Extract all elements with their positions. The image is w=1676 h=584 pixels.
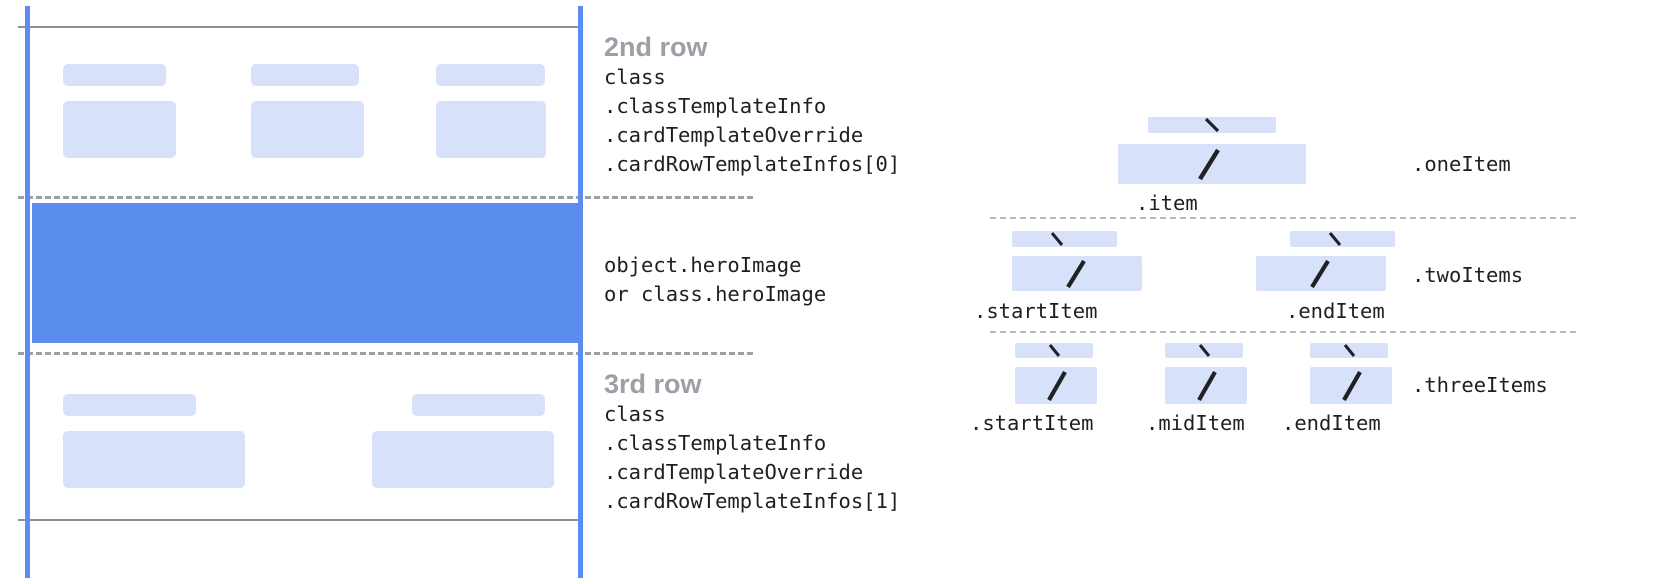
three-items-start-label-slot: [1015, 343, 1093, 358]
three-items-caption-1: .midItem: [1146, 411, 1245, 435]
placeholder-label-r2c2: [251, 64, 359, 86]
placeholder-label-r3c1: [63, 394, 196, 416]
placeholder-value-r3c1: [63, 431, 245, 488]
third-row-code-line-3: .cardRowTemplateInfos[1]: [604, 489, 901, 514]
two-items-end-label-slot: [1290, 231, 1395, 247]
row-separator-bottom: [18, 352, 753, 355]
second-row-annotation: 2nd row class .classTemplateInfo .cardTe…: [604, 32, 900, 179]
two-items-start-label-slot: [1012, 231, 1117, 247]
third-row-code-line-1: .classTemplateInfo: [604, 431, 827, 456]
card-left-guide: [25, 6, 30, 578]
card-bottom-rule: [18, 519, 581, 521]
placeholder-value-r3c2: [372, 431, 554, 488]
three-items-end-label-slot: [1310, 343, 1388, 358]
item-separator-1: [990, 217, 1576, 219]
hero-image-annotation: object.heroImage or class.heroImage: [604, 251, 826, 309]
third-row-annotation: 3rd row class .classTemplateInfo .cardTe…: [604, 369, 900, 516]
item-layout-diagram: .item .oneItem .startItem .endItem .twoI…: [960, 0, 1676, 584]
two-items-end-value-slot: [1256, 256, 1386, 291]
one-item-group-label: .oneItem: [1412, 152, 1511, 176]
hero-code-line-0: object.heroImage: [604, 253, 802, 277]
placeholder-value-r2c3: [436, 101, 546, 158]
three-items-mid-label-slot: [1165, 343, 1243, 358]
second-row-code-line-3: .cardRowTemplateInfos[0]: [604, 152, 901, 177]
card-row-diagram: [0, 0, 753, 584]
card-top-rule: [18, 26, 581, 28]
hero-code-line-1: or class.heroImage: [604, 282, 827, 306]
second-row-code-line-2: .cardTemplateOverride: [604, 123, 864, 148]
second-row-code-line-1: .classTemplateInfo: [604, 94, 827, 119]
placeholder-label-r2c3: [436, 64, 545, 86]
one-item-label-slot: [1148, 117, 1276, 133]
three-items-caption-0: .startItem: [970, 411, 1094, 435]
two-items-caption-0: .startItem: [974, 299, 1098, 323]
three-items-caption-2: .endItem: [1282, 411, 1381, 435]
card-right-guide: [578, 6, 583, 578]
one-item-caption-0: .item: [1136, 191, 1198, 215]
placeholder-value-r2c2: [251, 101, 364, 158]
placeholder-value-r2c1: [63, 101, 176, 158]
two-items-caption-1: .endItem: [1286, 299, 1385, 323]
placeholder-label-r2c1: [63, 64, 166, 86]
three-items-mid-value-slot: [1165, 367, 1247, 404]
item-separator-2: [990, 331, 1576, 333]
third-row-code-line-0: class: [604, 402, 666, 427]
two-items-start-value-slot: [1012, 256, 1142, 291]
second-row-title: 2nd row: [604, 32, 708, 62]
third-row-code-line-2: .cardTemplateOverride: [604, 460, 864, 485]
hero-image-band: [32, 203, 581, 343]
two-items-group-label: .twoItems: [1412, 263, 1524, 287]
third-row-title: 3rd row: [604, 369, 702, 399]
one-item-value-slot: [1118, 144, 1306, 184]
second-row-code-line-0: class: [604, 65, 666, 90]
three-items-end-value-slot: [1310, 367, 1392, 404]
three-items-start-value-slot: [1015, 367, 1097, 404]
placeholder-label-r3c2: [412, 394, 545, 416]
three-items-group-label: .threeItems: [1412, 373, 1548, 397]
row-separator-top: [18, 196, 753, 199]
